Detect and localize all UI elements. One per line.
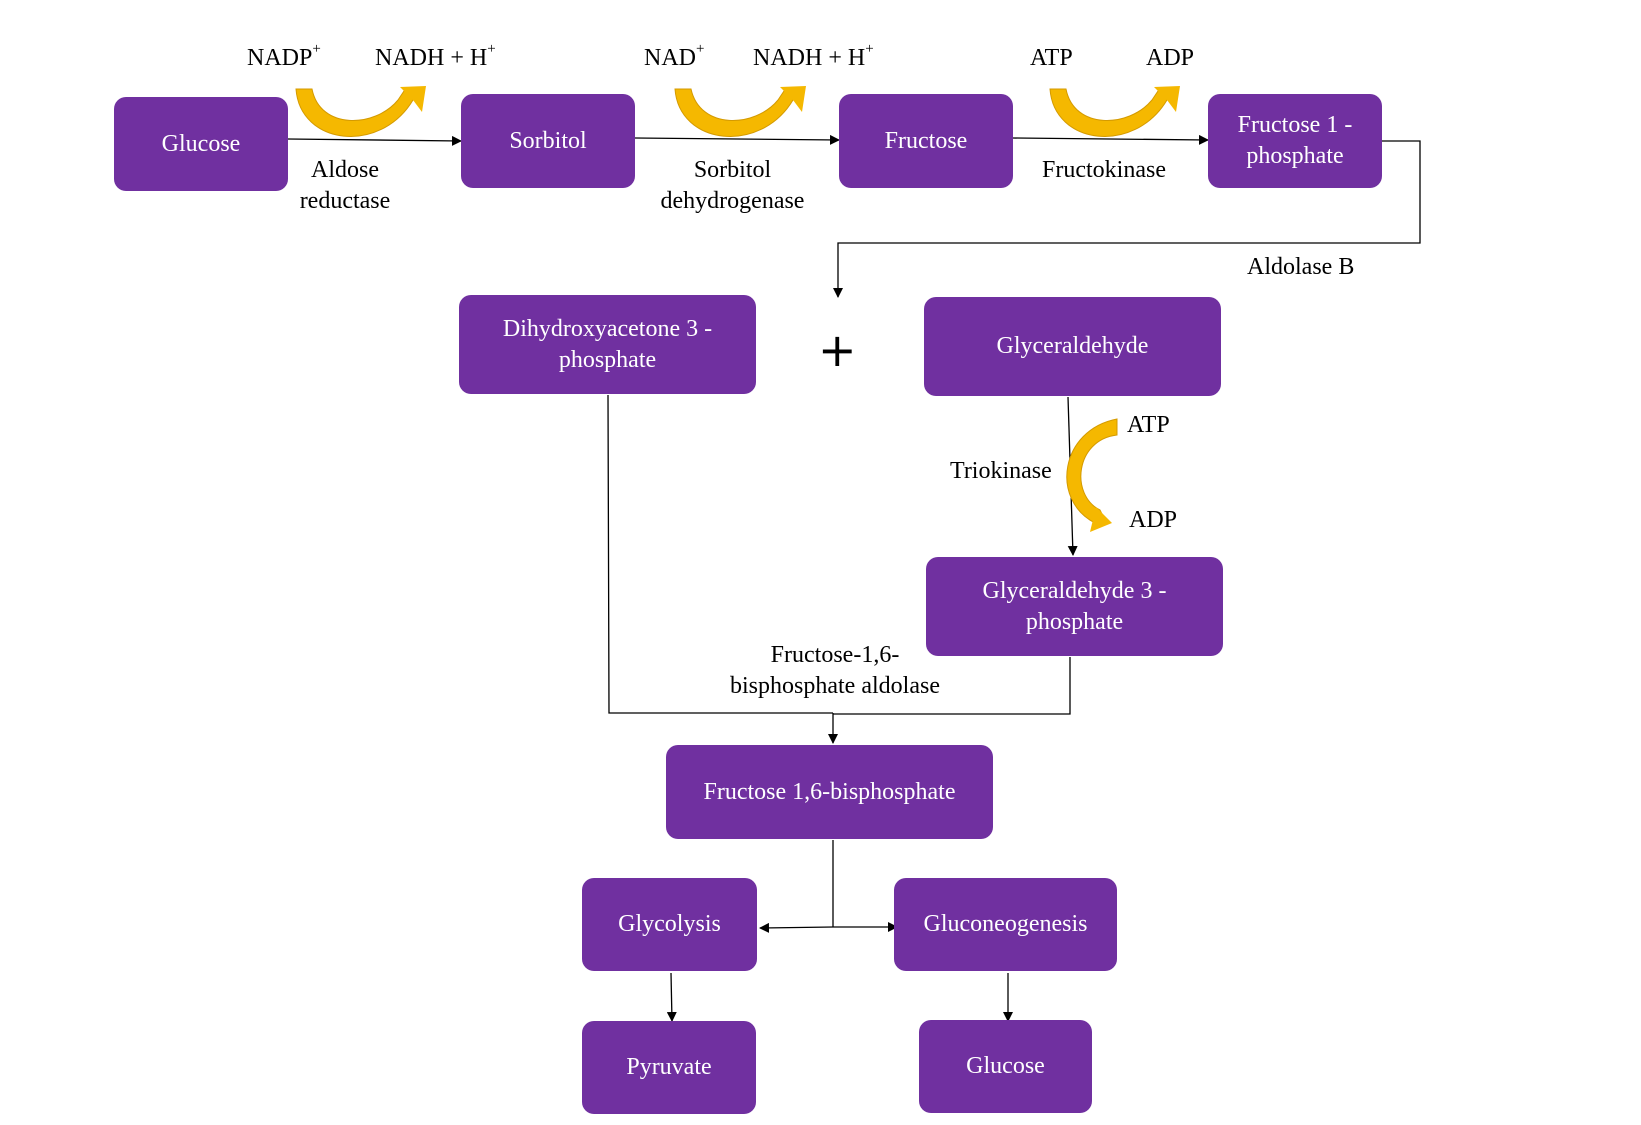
cofactor-nadh-2: NADH + H+ <box>753 41 874 72</box>
cofactor-nadh-1: NADH + H+ <box>375 41 496 72</box>
line-dhap-to-merge <box>607 394 833 714</box>
cofactor-atp-2: ATP <box>1127 412 1170 438</box>
enzyme-sorbitol-dehydrogenase: Sorbitol dehydrogenase <box>660 157 805 214</box>
enzyme-fructokinase: Fructokinase <box>1042 157 1166 183</box>
cofactor-arrow-icon <box>674 86 806 137</box>
cofactor-arrow-icon <box>1066 418 1118 532</box>
node-fructose-1-phosphate[interactable]: Fructose 1 - phosphate <box>1208 94 1382 188</box>
arrow-fructose-to-f1p <box>1012 134 1209 145</box>
cofactor-arrow-icon <box>295 86 426 137</box>
cofactor-atp-1: ATP <box>1030 45 1073 71</box>
enzyme-aldose-reductase: Aldose reductase <box>299 157 391 214</box>
arrow-glycolysis-to-pyruvate <box>666 972 677 1022</box>
arrow-glucose-to-sorbitol <box>287 135 462 146</box>
arrow-aldolase-b <box>833 140 1421 298</box>
enzyme-fructose-bisphosphate-aldolase: Fructose-1,6- bisphosphate aldolase <box>730 642 940 699</box>
node-fructose-1-6-bisphosphate[interactable]: Fructose 1,6-bisphosphate <box>666 745 993 839</box>
node-gluconeogenesis[interactable]: Gluconeogenesis <box>894 878 1117 971</box>
line-g3p-to-merge <box>833 657 1071 715</box>
node-sorbitol[interactable]: Sorbitol <box>461 94 635 188</box>
cofactor-nad: NAD+ <box>644 41 705 72</box>
node-glyceraldehyde-3-phosphate[interactable]: Glyceraldehyde 3 - phosphate <box>926 557 1223 656</box>
node-glucose-end[interactable]: Glucose <box>919 1020 1092 1113</box>
cofactor-arrow-icon <box>1049 86 1180 137</box>
cofactor-adp-2: ADP <box>1129 507 1178 533</box>
enzyme-triokinase: Triokinase <box>950 458 1052 484</box>
node-pyruvate[interactable]: Pyruvate <box>582 1021 756 1114</box>
node-glyceraldehyde[interactable]: Glyceraldehyde <box>924 297 1221 396</box>
cofactor-adp-1: ADP <box>1146 45 1195 71</box>
node-glucose[interactable]: Glucose <box>114 97 288 191</box>
arrow-to-glycolysis <box>759 922 834 933</box>
node-glycolysis[interactable]: Glycolysis <box>582 878 757 971</box>
node-dihydroxyacetone-3-phosphate[interactable]: Dihydroxyacetone 3 - phosphate <box>459 295 756 394</box>
cofactor-nadp: NADP+ <box>247 41 321 72</box>
node-fructose[interactable]: Fructose <box>839 94 1013 188</box>
enzyme-aldolase-b: Aldolase B <box>1247 254 1355 280</box>
arrow-sorbitol-to-fructose <box>634 134 840 145</box>
plus-sign: + <box>818 323 857 377</box>
